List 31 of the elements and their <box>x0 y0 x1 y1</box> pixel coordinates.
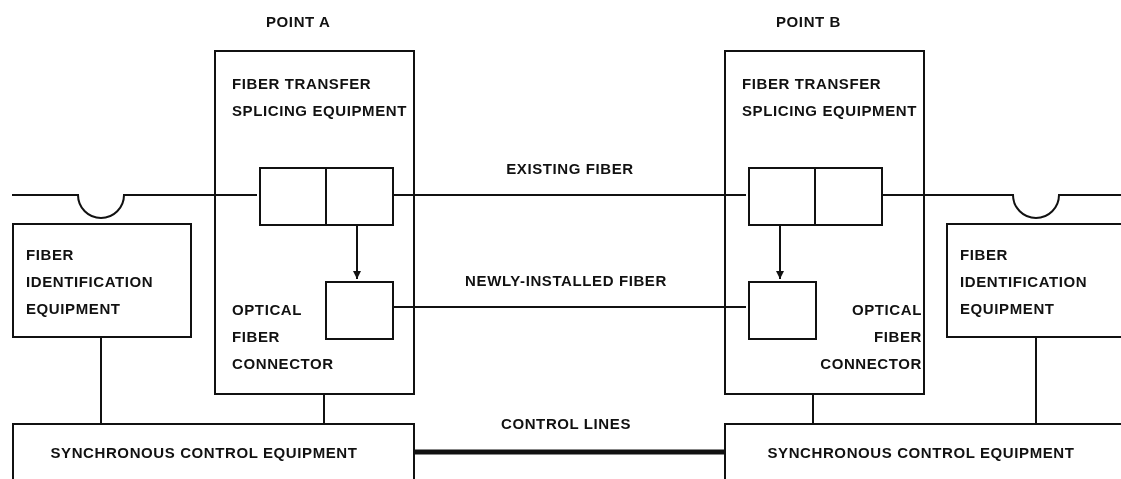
connection-line <box>323 394 325 424</box>
node-label: FIBER TRANSFER SPLICING EQUIPMENT <box>232 74 408 121</box>
node-label: OPTICAL FIBER CONNECTOR <box>819 300 922 374</box>
arrow <box>353 223 361 280</box>
component-box <box>814 167 883 226</box>
node-label: SYNCHRONOUS CONTROL EQUIPMENT <box>49 443 359 463</box>
connection-line <box>100 337 102 424</box>
node-label: FIBER IDENTIFICATION EQUIPMENT <box>960 245 1089 319</box>
component-box <box>748 167 816 226</box>
equipment-box <box>12 423 415 479</box>
component-box <box>325 281 394 340</box>
equipment-box <box>12 223 192 338</box>
component-box <box>325 167 394 226</box>
equipment-box <box>724 423 1121 479</box>
fiber-line <box>880 194 1121 219</box>
fiber-line <box>391 306 747 308</box>
fiber-line <box>391 194 747 196</box>
point-heading: POINT A <box>266 12 332 32</box>
connection-line <box>1035 337 1037 424</box>
node-label: SYNCHRONOUS CONTROL EQUIPMENT <box>766 443 1076 463</box>
arrow <box>776 223 784 280</box>
equipment-box <box>946 223 1121 338</box>
node-label: OPTICAL FIBER CONNECTOR <box>232 300 335 374</box>
control-line <box>415 449 724 455</box>
component-box <box>748 281 817 340</box>
component-box <box>259 167 327 226</box>
node-label: FIBER TRANSFER SPLICING EQUIPMENT <box>742 74 918 121</box>
point-heading: POINT B <box>776 12 843 32</box>
node-label: FIBER IDENTIFICATION EQUIPMENT <box>26 245 155 319</box>
connection-line <box>812 394 814 424</box>
fiber-line <box>11 194 258 219</box>
